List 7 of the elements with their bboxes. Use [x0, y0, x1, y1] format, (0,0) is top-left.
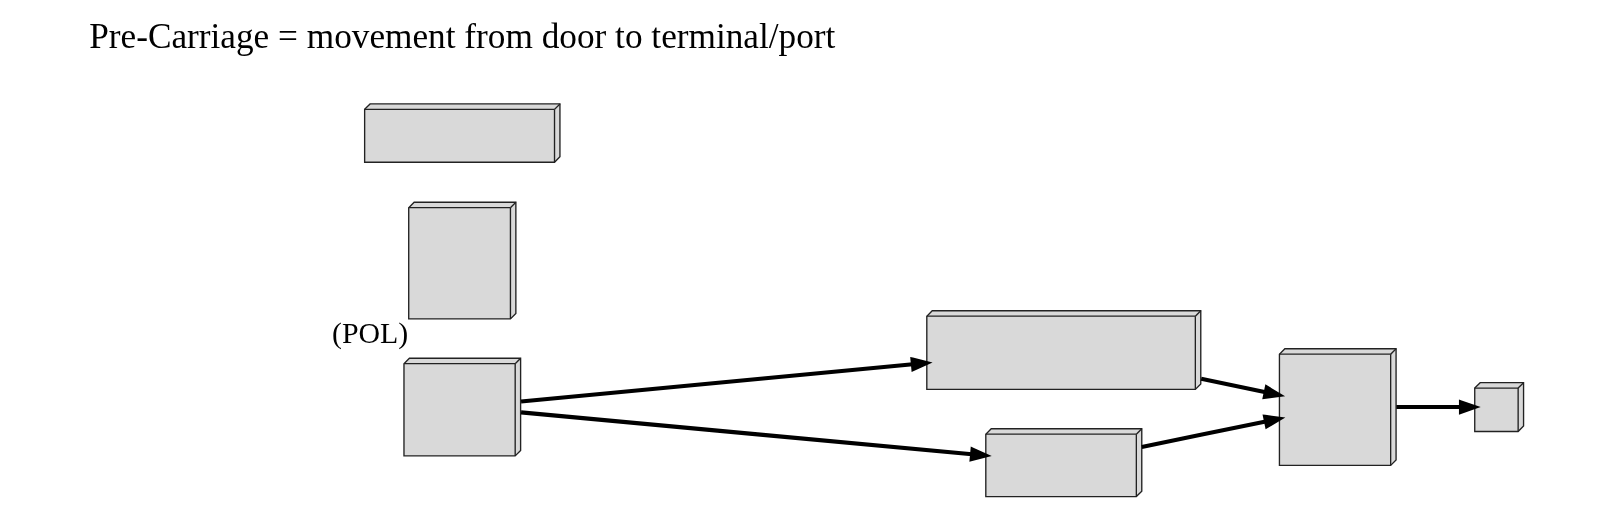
- node-label: (POL): [331, 315, 409, 349]
- arrow: [1396, 398, 1481, 415]
- arrow: [1200, 376, 1286, 399]
- label: Pre-Carriage = movement from door to terminal/port: [89, 16, 836, 56]
- arrow: [520, 356, 933, 404]
- arrow: [1141, 413, 1286, 449]
- arrow: [520, 409, 992, 462]
